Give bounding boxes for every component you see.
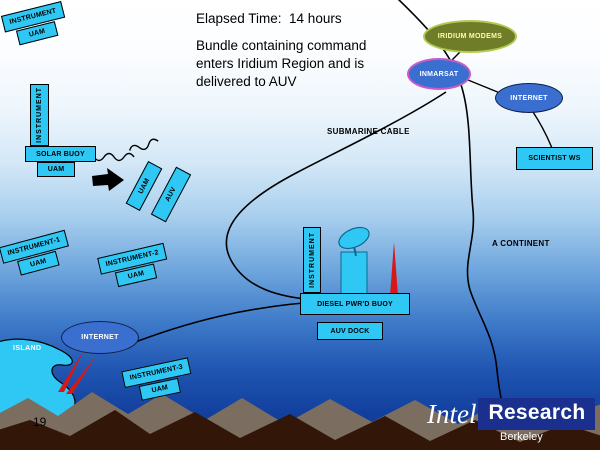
solar-buoy-box: SOLAR BUOY: [25, 146, 96, 162]
auv-wave-squiggle: [128, 138, 159, 151]
solar-buoy-uam-box: UAM: [37, 162, 75, 177]
logo-research-text: Research: [478, 398, 596, 430]
auv-dock-label: AUV DOCK: [330, 327, 370, 335]
iridium-modems-node: IRIDIUM MODEMS: [423, 20, 517, 53]
mountains: [0, 392, 600, 450]
island-internet-label: INTERNET: [81, 334, 119, 341]
mountain-front-ridge: [0, 410, 600, 450]
right-arrow: [92, 168, 124, 191]
auv-label: AUV: [164, 186, 178, 203]
diesel-buoy-instrument-label: INSTRUMENT: [308, 232, 316, 288]
inmarsat-internet-link: [467, 79, 501, 94]
diesel-buoy-instrument-box: INSTRUMENT: [303, 227, 321, 293]
buoy-red-antenna: [390, 242, 398, 296]
dish-ellipse: [338, 226, 370, 250]
internet-label: INTERNET: [510, 94, 548, 102]
logo-intel-text: Intel: [427, 398, 477, 429]
bundle-description-text: Bundle containing command enters Iridium…: [196, 38, 367, 89]
internet-node: INTERNET: [495, 83, 563, 113]
internet-scientist-link: [532, 111, 553, 149]
auv-dock-box: AUV DOCK: [317, 322, 383, 340]
submarine-cable-line: [225, 91, 447, 301]
diesel-buoy-label: DIESEL PWR'D BUOY: [317, 300, 393, 308]
island-internet-node: INTERNET: [61, 321, 139, 354]
inmarsat-node: INMARSAT: [407, 58, 471, 90]
intel-research-logo: Intel Research: [427, 398, 596, 430]
island-red-antenna: [58, 350, 84, 392]
elapsed-time-text: Elapsed Time: 14 hours: [196, 11, 342, 26]
scientist-ws-box: SCIENTIST WS: [516, 147, 593, 170]
satellite-dish-icon: [338, 226, 370, 257]
island-red-antenna-2: [66, 356, 96, 394]
iridium-modems-label: IRIDIUM MODEMS: [437, 33, 503, 40]
submarine-cable-label: SUBMARINE CABLE: [327, 127, 410, 136]
solar-buoy-instrument-box: INSTRUMENT: [30, 84, 49, 146]
auv-uam-label: UAM: [137, 177, 151, 195]
solar-buoy-uam-label: UAM: [47, 166, 65, 173]
island-label: ISLAND: [13, 345, 42, 352]
page-number: 19: [33, 415, 47, 429]
scientist-ws-label: SCIENTIST WS: [528, 155, 581, 162]
solar-buoy-instrument-label: INSTRUMENT: [36, 87, 43, 143]
logo-berkeley-text: Berkeley: [500, 431, 543, 443]
inmarsat-label: INMARSAT: [419, 70, 459, 78]
diesel-buoy-box: DIESEL PWR'D BUOY: [300, 293, 410, 315]
solar-buoy-label: SOLAR BUOY: [36, 150, 85, 158]
continent-label: A CONTINENT: [492, 239, 550, 248]
buoy-tower: [340, 251, 368, 297]
